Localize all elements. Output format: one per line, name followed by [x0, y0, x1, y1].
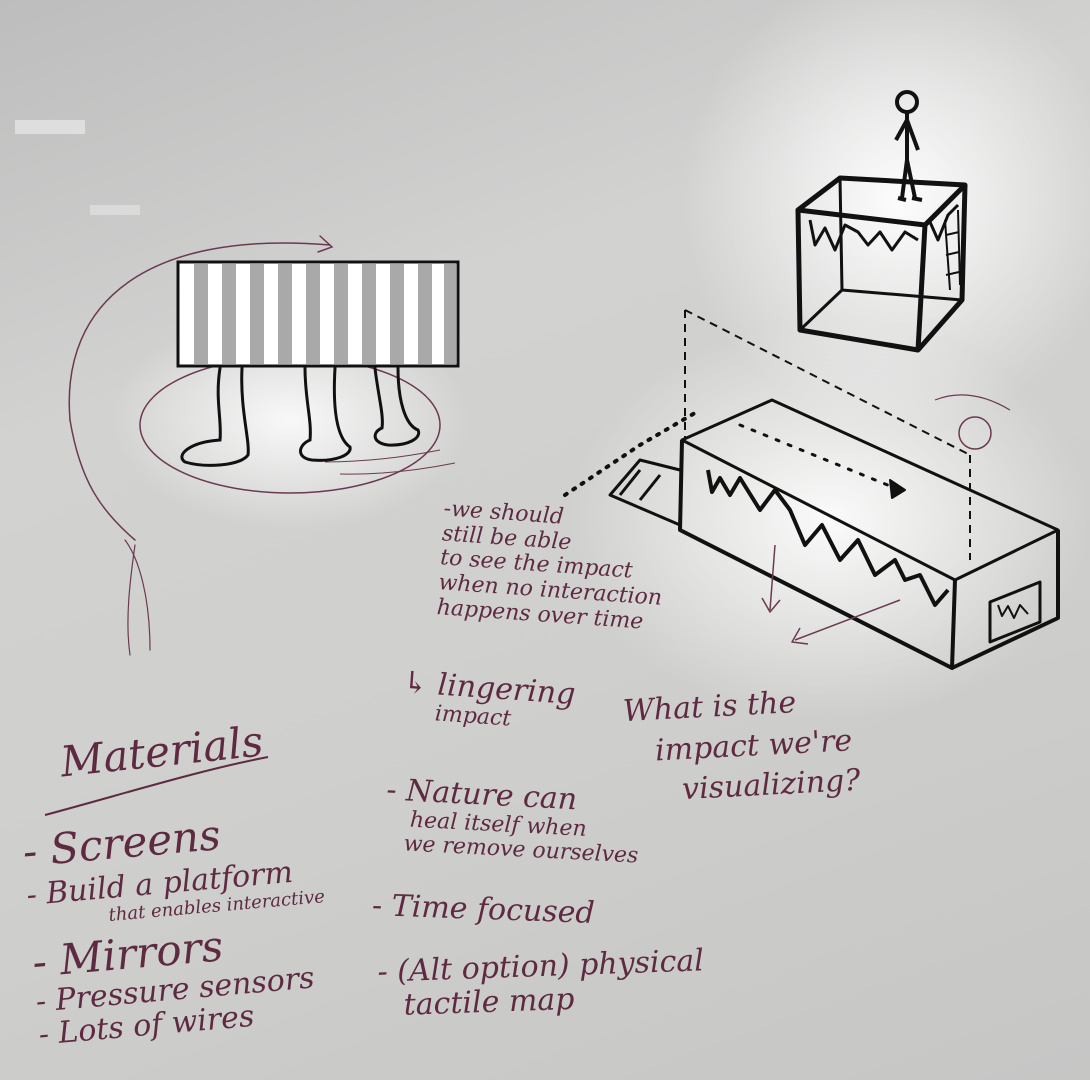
person-body [894, 112, 923, 202]
time-note: - Time focused [371, 888, 596, 931]
lingering-note: ↳ lingering impact [400, 665, 577, 736]
smudge [90, 205, 140, 215]
nature-note: - Nature can heal itself when we remove … [383, 772, 642, 869]
smudge [15, 120, 85, 134]
cube-with-person-sketch [795, 90, 968, 353]
cube-drip-side [928, 203, 960, 242]
box-top [680, 398, 1060, 582]
box-wave [706, 469, 950, 607]
box-end [951, 530, 1060, 670]
person-head [895, 90, 919, 114]
floor-ellipse [139, 356, 441, 494]
arc-tail [69, 419, 136, 541]
box-front [678, 439, 957, 670]
leg-left [180, 366, 250, 467]
faint-arc [934, 394, 1011, 411]
materials-underline [44, 756, 269, 816]
faint-figure [124, 539, 151, 656]
faint-arrow-down [761, 544, 781, 613]
materials-list: - Screens - Build a platform that enable… [21, 802, 336, 1053]
dotted-path [563, 408, 702, 497]
long-box-sketch [324, 309, 1060, 670]
cube-front [795, 209, 928, 353]
faint-arrow-left [791, 599, 901, 645]
leg-right [373, 366, 421, 447]
dotted-arrow [738, 423, 897, 490]
stairs [608, 458, 681, 527]
cube-top [795, 175, 968, 228]
faint-head [958, 416, 992, 450]
arrow-head [889, 479, 906, 499]
alt-note: - (Alt option) physical tactile map [377, 943, 706, 1023]
screen-with-legs-sketch [68, 235, 460, 656]
box-screen [988, 580, 1042, 644]
faint-lines [324, 449, 456, 475]
arrow-head [317, 235, 334, 253]
question-note: What is the impact we're visualizing? [622, 680, 861, 814]
box-screen-wave [997, 604, 1029, 619]
arc-arrow [68, 242, 331, 421]
impact-note: -we should still be able to see the impa… [436, 496, 668, 635]
screen-stripes [176, 260, 460, 368]
cube-ladder [944, 209, 961, 291]
cube-drip-front [808, 219, 919, 252]
leg-middle [299, 366, 352, 462]
projection-lines [684, 309, 971, 560]
